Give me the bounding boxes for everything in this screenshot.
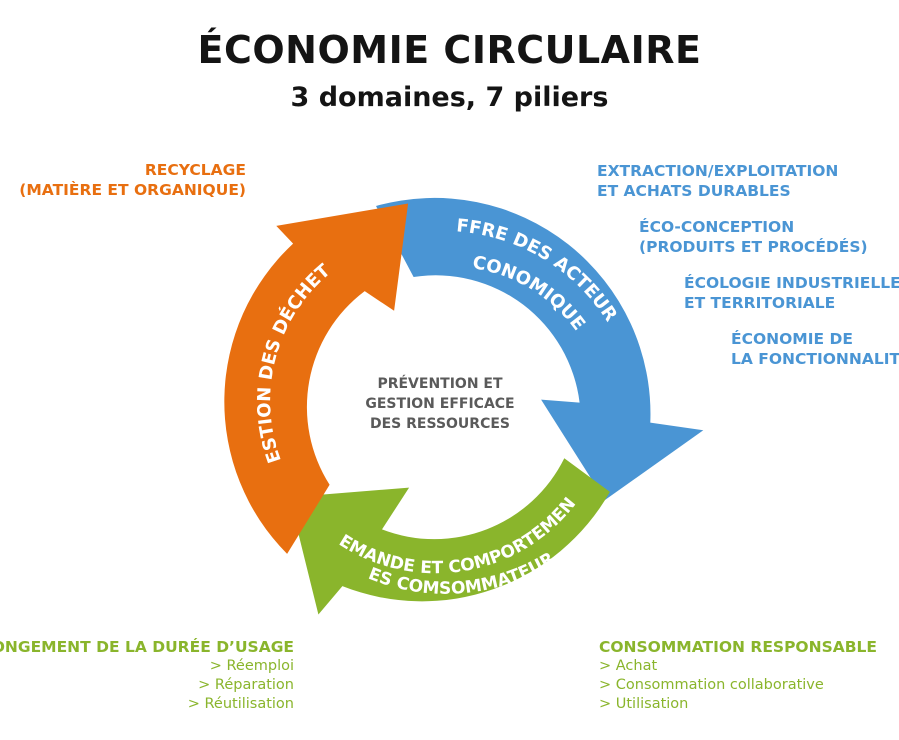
center-line-3: DES RESSOURCES (370, 416, 510, 432)
recyclage-line-2: (MATIÈRE ET ORGANIQUE) (19, 181, 246, 199)
pillar-extraction-line-2: ET ACHATS DURABLES (597, 182, 791, 200)
recyclage-label: RECYCLAGE (MATIÈRE ET ORGANIQUE) (19, 160, 246, 200)
blue-arrow (376, 197, 704, 501)
center-line-2: GESTION EFFICACE (365, 396, 515, 412)
allongement-block: ALLONGEMENT DE LA DURÉE D’USAGE > Réempl… (0, 637, 294, 714)
green-arrow (289, 458, 610, 615)
pillar-economie-fonctionnalite-line-2: LA FONCTIONNALITÉ (731, 350, 899, 368)
pillar-extraction-line-1: EXTRACTION/EXPLOITATION (597, 162, 839, 180)
allongement-item: > Réparation (198, 677, 294, 693)
pillar-eco-conception-line-2: (PRODUITS ET PROCÉDÉS) (639, 238, 868, 256)
page-subtitle: 3 domaines, 7 piliers (290, 82, 609, 113)
consommation-block: CONSOMMATION RESPONSABLE > Achat > Conso… (599, 637, 877, 714)
consommation-item: > Utilisation (599, 696, 689, 712)
page-title: ÉCONOMIE CIRCULAIRE (197, 28, 702, 72)
consommation-item: > Consommation collaborative (599, 677, 824, 693)
allongement-item: > Réemploi (209, 658, 294, 674)
allongement-item: > Réutilisation (187, 696, 294, 712)
consommation-item: > Achat (599, 658, 658, 674)
center-label: PRÉVENTION ET GESTION EFFICACE DES RESSO… (340, 374, 540, 434)
pillar-economie-fonctionnalite-line-1: ÉCONOMIE DE (731, 330, 853, 348)
orange-arrow (224, 203, 409, 554)
consommation-title: CONSOMMATION RESPONSABLE (599, 638, 878, 656)
center-line-1: PRÉVENTION ET (377, 376, 503, 392)
recyclage-line-1: RECYCLAGE (144, 161, 246, 179)
pillar-eco-conception-line-1: ÉCO-CONCEPTION (639, 218, 795, 236)
pillar-economie-fonctionnalite: ÉCONOMIE DE LA FONCTIONNALITÉ (731, 329, 899, 369)
pillar-extraction: EXTRACTION/EXPLOITATION ET ACHATS DURABL… (597, 161, 838, 201)
pillar-ecologie-industrielle-line-2: ET TERRITORIALE (684, 294, 836, 312)
allongement-title: ALLONGEMENT DE LA DURÉE D’USAGE (0, 638, 294, 656)
pillar-ecologie-industrielle: ÉCOLOGIE INDUSTRIELLE ET TERRITORIALE (684, 273, 899, 313)
pillar-eco-conception: ÉCO-CONCEPTION (PRODUITS ET PROCÉDÉS) (639, 217, 868, 257)
pillar-ecologie-industrielle-line-1: ÉCOLOGIE INDUSTRIELLE (684, 274, 899, 292)
